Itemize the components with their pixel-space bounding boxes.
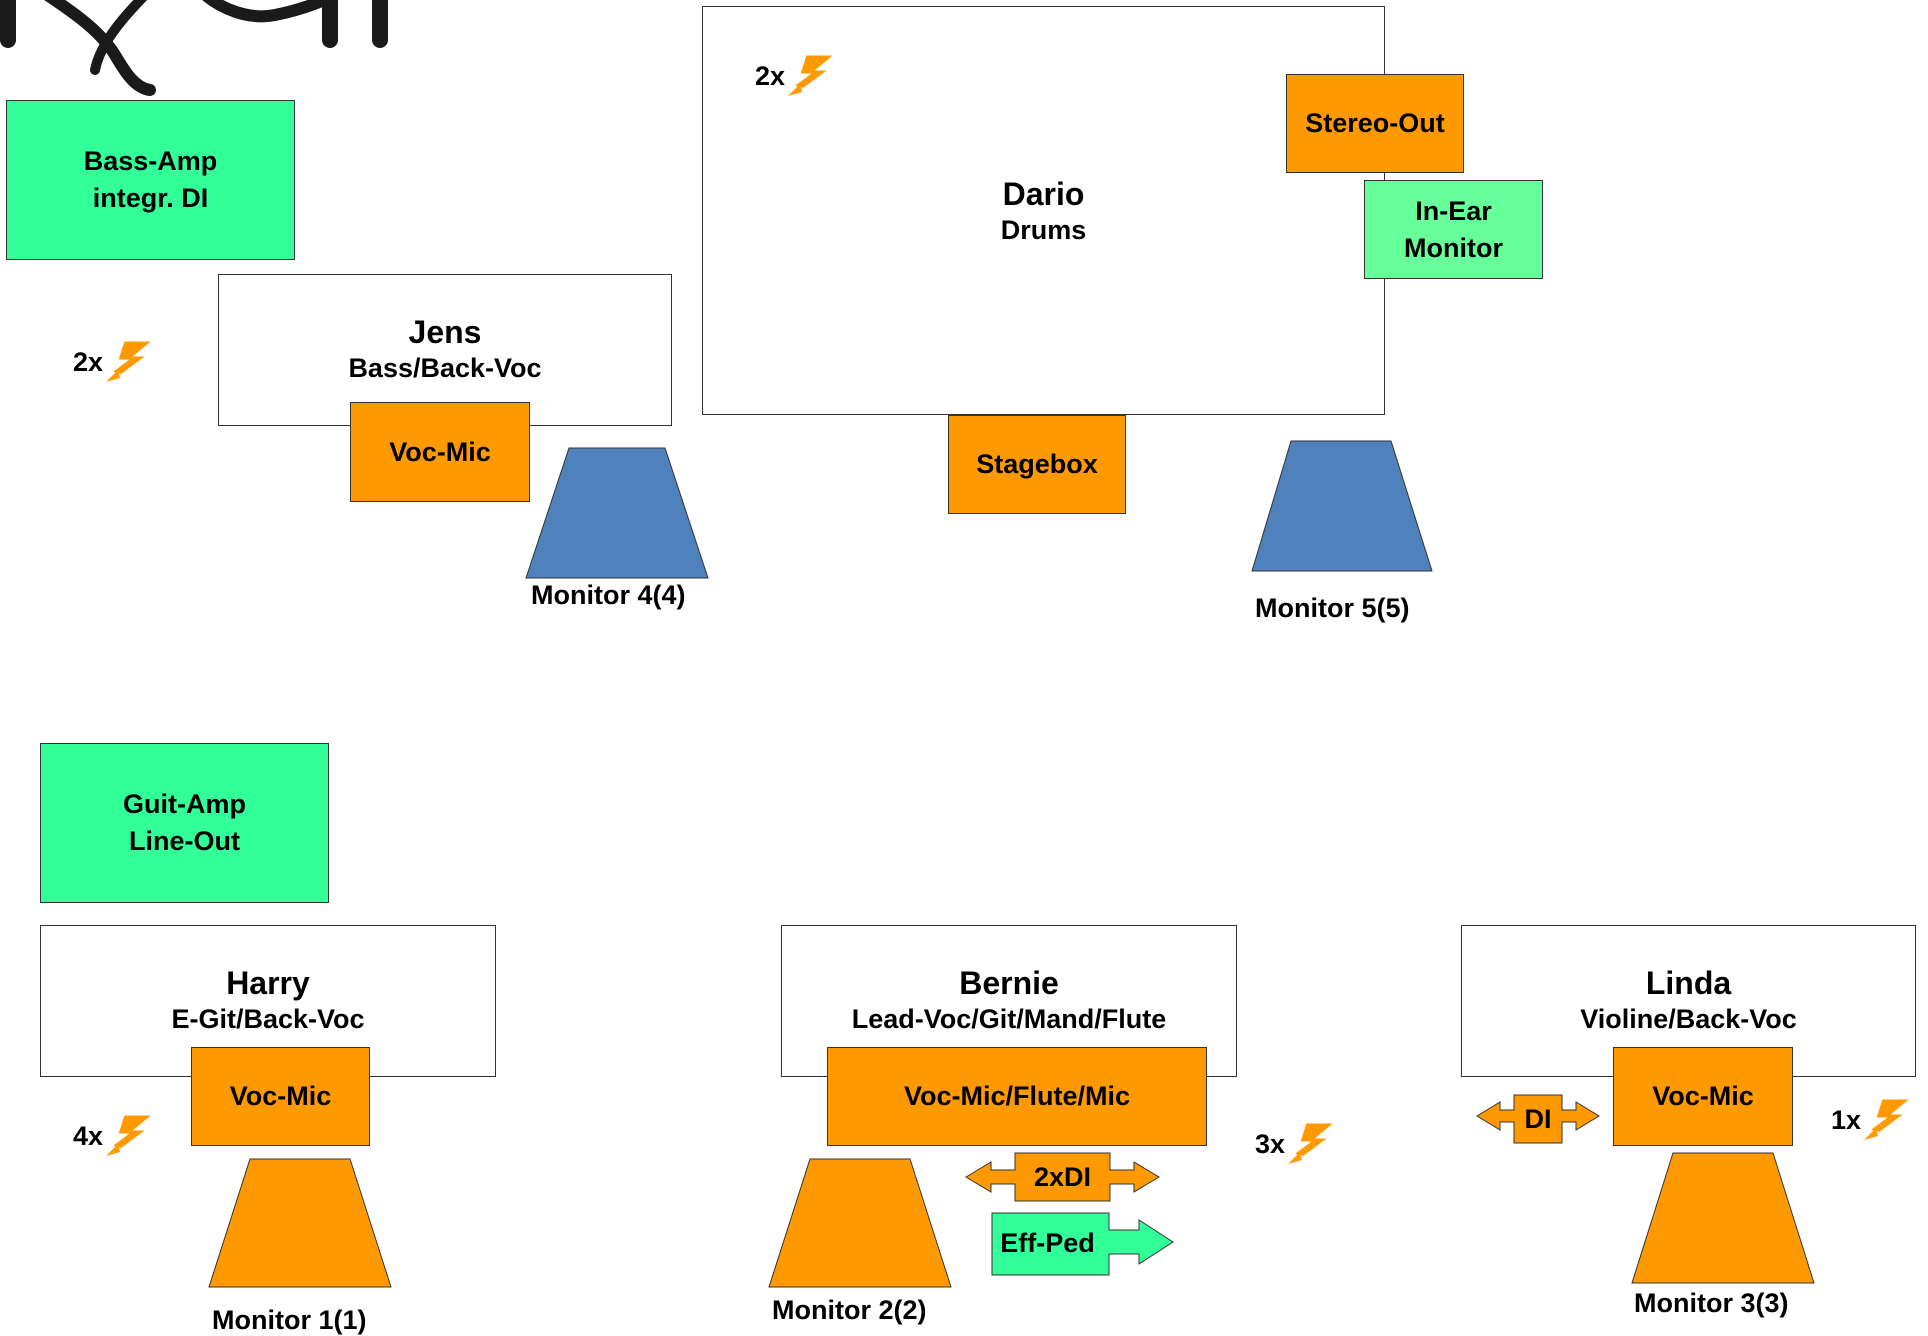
jens-power: 2x: [73, 338, 166, 386]
bernie-power: 3x: [1255, 1120, 1348, 1168]
double-arrow-icon: [965, 1152, 1160, 1202]
bernie-voc-mic: Voc-Mic/Flute/Mic: [827, 1047, 1207, 1146]
bernie-2xdi: 2xDI: [965, 1152, 1160, 1202]
stagebox: Stagebox: [948, 415, 1126, 514]
monitor-1-wedge: [208, 1158, 392, 1288]
in-ear-monitor: In-Ear Monitor: [1364, 180, 1543, 279]
monitor-2-wedge: [768, 1158, 952, 1288]
lightning-icon: [106, 1114, 154, 1156]
bernie-role: Lead-Voc/Git/Mand/Flute: [851, 1004, 1167, 1034]
lightning-icon: [106, 340, 154, 382]
jens-voc-mic: Voc-Mic: [350, 402, 530, 502]
monitor-4-wedge: [525, 447, 709, 579]
band-logo: [0, 0, 388, 96]
harry-voc-mic: Voc-Mic: [191, 1047, 370, 1146]
harry-role: E-Git/Back-Voc: [171, 1004, 365, 1034]
linda-power: 1x: [1831, 1096, 1924, 1144]
lightning-icon: [1288, 1122, 1336, 1164]
bernie-name: Bernie: [959, 965, 1059, 1001]
linda-role: Violine/Back-Voc: [1580, 1004, 1797, 1034]
jens-position: Jens Bass/Back-Voc: [218, 274, 672, 426]
jens-name: Jens: [408, 314, 482, 350]
double-arrow-icon: [1476, 1094, 1600, 1144]
lightning-icon: [1864, 1098, 1912, 1140]
dario-power: 2x: [755, 52, 848, 100]
monitor-5-wedge: [1251, 440, 1433, 572]
dario-name: Dario: [1002, 176, 1085, 212]
linda-di: DI: [1476, 1094, 1600, 1144]
lightning-icon: [788, 54, 836, 96]
harry-name: Harry: [226, 965, 310, 1001]
guit-amp: Guit-Amp Line-Out: [40, 743, 329, 903]
monitor-2-label: Monitor 2(2): [772, 1295, 927, 1325]
jens-role: Bass/Back-Voc: [348, 353, 542, 383]
monitor-3-wedge: [1631, 1152, 1815, 1284]
linda-voc-mic: Voc-Mic: [1613, 1047, 1793, 1146]
monitor-5-label: Monitor 5(5): [1255, 593, 1410, 623]
dario-role: Drums: [1000, 215, 1087, 245]
monitor-4-label: Monitor 4(4): [531, 580, 686, 610]
bernie-eff-ped: Eff-Ped: [991, 1212, 1174, 1276]
right-arrow-icon: [991, 1212, 1174, 1276]
monitor-1-label: Monitor 1(1): [212, 1305, 367, 1335]
bass-amp: Bass-Amp integr. DI: [6, 100, 295, 260]
stereo-out: Stereo-Out: [1286, 74, 1464, 173]
linda-name: Linda: [1645, 965, 1732, 1001]
monitor-3-label: Monitor 3(3): [1634, 1288, 1789, 1318]
harry-power: 4x: [73, 1112, 166, 1160]
